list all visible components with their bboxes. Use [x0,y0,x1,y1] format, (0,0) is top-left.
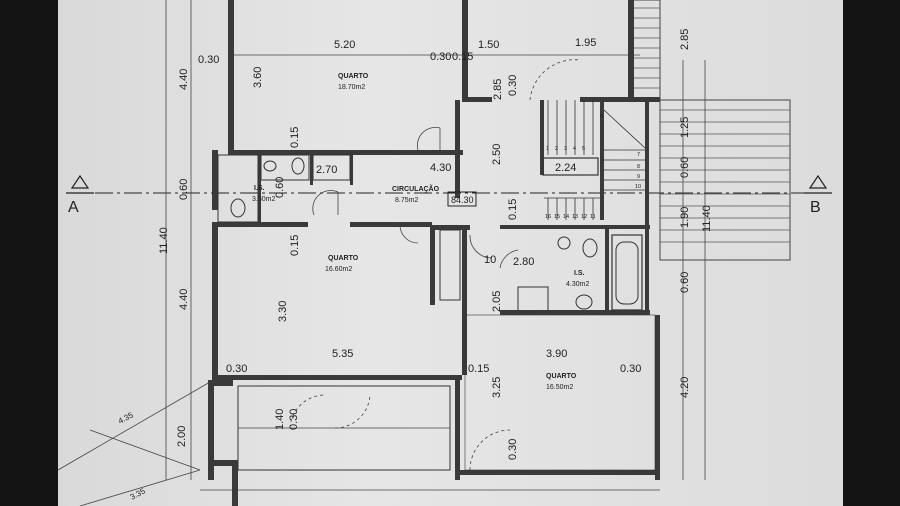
svg-text:0.15: 0.15 [468,363,489,375]
svg-text:0.15: 0.15 [452,51,473,63]
svg-text:0.60: 0.60 [679,157,691,178]
walls [208,0,660,506]
svg-text:3: 3 [564,146,567,152]
svg-text:9: 9 [637,174,640,180]
svg-text:14: 14 [563,214,569,220]
room-label-quarto-top: QUARTO [338,73,369,80]
svg-text:3.90: 3.90 [546,348,567,360]
door-swings [289,59,581,471]
svg-text:1.25: 1.25 [679,117,691,138]
boxed-dim-270: 2.70 [316,164,337,176]
room-area-quarto-top: 18.70m2 [338,84,365,91]
svg-text:10: 10 [484,254,496,266]
svg-text:4: 4 [573,146,576,152]
svg-text:4.40: 4.40 [178,289,190,310]
svg-text:0.30: 0.30 [620,363,641,375]
svg-text:5: 5 [582,146,585,152]
svg-text:3.30: 3.30 [277,301,289,322]
svg-text:2.85: 2.85 [492,79,504,100]
svg-text:5.35: 5.35 [332,348,353,360]
vertical-dimensions: 4.40 3.60 0.15 2.85 0.30 2.50 0.15 0.60 … [117,29,713,502]
svg-text:4.20: 4.20 [679,377,691,398]
svg-text:4.40: 4.40 [178,69,190,90]
svg-text:0.30: 0.30 [226,363,247,375]
svg-text:0.60: 0.60 [679,272,691,293]
svg-text:0.30: 0.30 [198,54,219,66]
svg-text:0.15: 0.15 [289,235,301,256]
room-area-quarto-mid: 16.60m2 [325,266,352,273]
svg-text:1: 1 [546,146,549,152]
svg-text:0.30: 0.30 [507,439,519,460]
svg-text:3.25: 3.25 [491,377,503,398]
total-area-box [447,191,477,207]
stair-dim-224: 2.24 [555,162,576,174]
svg-text:0.60: 0.60 [274,177,286,198]
svg-text:1.95: 1.95 [575,37,596,49]
room-area-circulacao: 8.75m2 [395,197,418,204]
stair-step-numbers: 1 2 3 4 5 6 7 8 9 10 16 15 14 13 12 11 [545,114,641,220]
staircase [544,100,646,220]
svg-text:0.30: 0.30 [430,51,451,63]
svg-text:2.00: 2.00 [176,426,188,447]
svg-text:7: 7 [637,152,640,158]
room-area-is-left: 3.50m2 [252,196,275,203]
svg-text:11.40: 11.40 [701,205,713,232]
svg-text:11.40: 11.40 [158,227,170,254]
svg-text:16: 16 [545,214,551,220]
horizontal-dimensions: 5.20 0.30 0.30 0.15 1.50 1.95 4.30 2.80 … [198,37,641,375]
section-label-b: B [810,199,821,216]
svg-text:10: 10 [635,184,641,190]
svg-text:13: 13 [572,214,578,220]
svg-text:0.15: 0.15 [289,127,301,148]
section-mark-right: B [804,174,832,216]
svg-text:4.35: 4.35 [117,410,135,426]
section-label-a: A [68,199,79,216]
site-boundary-lower [79,469,201,506]
site-boundary-diag [89,429,201,471]
room-label-circulacao: CIRCULAÇÃO [392,184,440,193]
room-label-is-right: I.S. [574,270,585,277]
svg-text:11: 11 [590,214,596,220]
svg-text:1.40: 1.40 [274,409,286,430]
room-area-quarto-right: 16.50m2 [546,384,573,391]
interior-lines [217,154,656,471]
room-label-is-left: I.S. [254,185,265,192]
svg-text:5.20: 5.20 [334,39,355,51]
svg-text:3.60: 3.60 [252,67,264,88]
terrace-deck [629,0,791,261]
site-boundary-upper [57,381,211,471]
svg-text:2.85: 2.85 [679,29,691,50]
room-area-is-right: 4.30m2 [566,281,589,288]
svg-text:0.15: 0.15 [507,199,519,220]
room-label-quarto-right: QUARTO [546,373,577,380]
svg-text:12: 12 [581,214,587,220]
svg-text:4.30: 4.30 [430,162,451,174]
svg-text:2.05: 2.05 [491,291,503,312]
svg-text:0.30: 0.30 [507,75,519,96]
svg-text:15: 15 [554,214,560,220]
svg-text:6: 6 [600,114,603,120]
svg-text:0.60: 0.60 [178,179,190,200]
svg-text:0.30: 0.30 [288,409,300,430]
total-area-value: 84.30 [451,195,474,205]
svg-text:2.50: 2.50 [491,144,503,165]
section-mark-left: A [66,174,94,216]
svg-text:2: 2 [555,146,558,152]
svg-text:1.50: 1.50 [478,39,499,51]
room-label-quarto-mid: QUARTO [328,255,359,262]
svg-text:8: 8 [637,164,640,170]
svg-text:2.80: 2.80 [513,256,534,268]
svg-text:1.90: 1.90 [679,207,691,228]
